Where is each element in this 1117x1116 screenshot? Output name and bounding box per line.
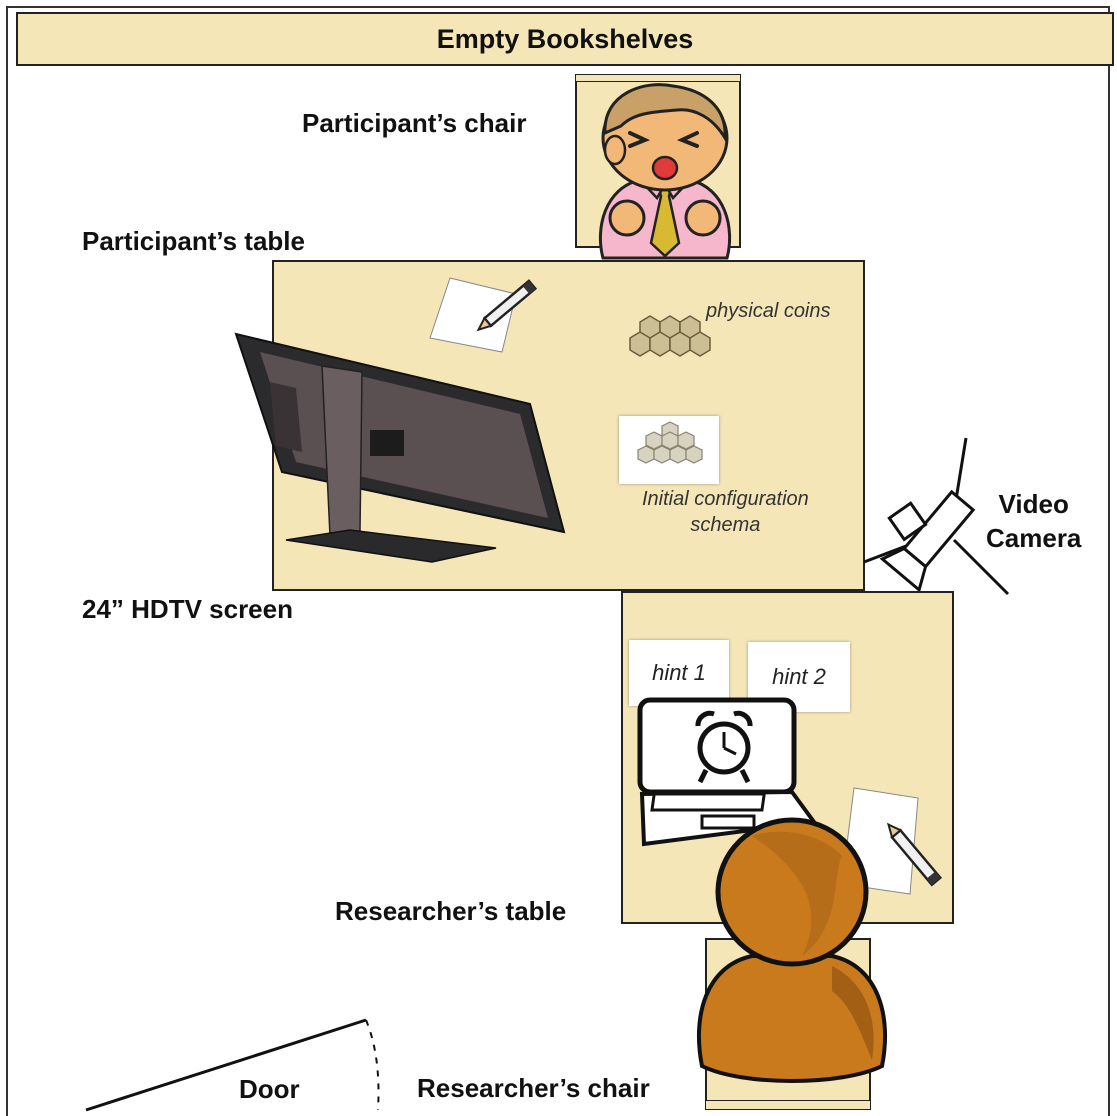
- bookshelves: Empty Bookshelves: [16, 12, 1114, 66]
- video-camera-line2: Camera: [986, 523, 1082, 553]
- participant-chair-label: Participant’s chair: [302, 108, 527, 138]
- video-camera-icon: [863, 437, 1010, 596]
- video-camera-line1: Video: [998, 489, 1069, 519]
- paper-pencil-icon: [429, 277, 538, 353]
- researcher-chair-back: [705, 1100, 871, 1110]
- schema-hexagons-icon: [637, 421, 703, 464]
- researcher-table-label: Researcher’s table: [335, 896, 567, 926]
- initial-configuration-label: Initial configuration schema: [642, 486, 809, 538]
- room-walls: [6, 6, 1110, 1116]
- researcher-chair-label: Researcher’s chair: [417, 1073, 650, 1103]
- bookshelves-label: Empty Bookshelves: [436, 23, 694, 54]
- researcher-avatar-icon: [697, 817, 887, 1083]
- door-label: Door: [239, 1074, 300, 1104]
- participant-chair-back: [575, 74, 741, 82]
- participant-table-label: Participant’s table: [82, 226, 305, 256]
- coins-icon: [629, 315, 711, 357]
- alarm-clock-icon: [695, 710, 753, 784]
- hint-1-card: hint 1: [629, 640, 729, 706]
- initial-configuration-card: [619, 416, 719, 484]
- physical-coins-label: physical coins: [706, 300, 831, 322]
- initial-configuration-line2: schema: [690, 514, 761, 536]
- participant-avatar-icon: [598, 83, 732, 260]
- hdtv-screen-label: 24” HDTV screen: [82, 594, 293, 624]
- door-swing-icon: [85, 1018, 380, 1112]
- hdtv-monitor-icon: [234, 332, 566, 563]
- initial-configuration-line1: Initial configuration: [642, 488, 809, 510]
- video-camera-label: Video Camera: [986, 487, 1081, 555]
